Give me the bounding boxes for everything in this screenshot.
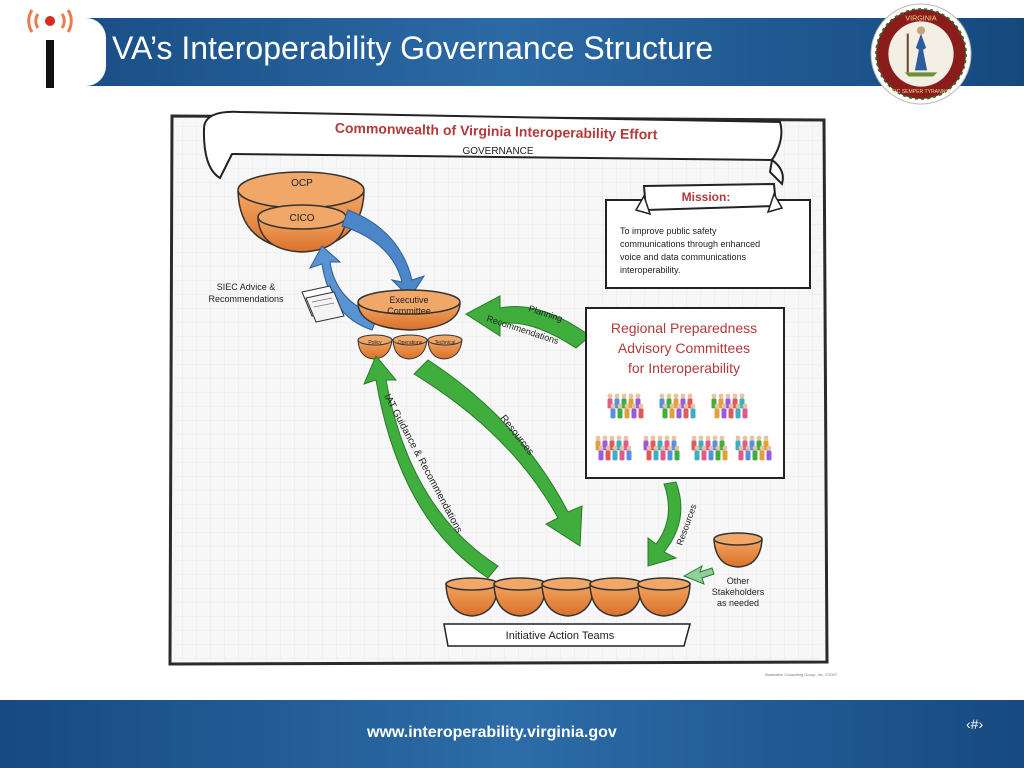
illustration-credit: Illustration Consulting Group, Inc. ©200… xyxy=(765,672,838,677)
footer-bar xyxy=(0,700,1024,768)
interoperability-logo-icon xyxy=(27,9,73,88)
initiative-label-plate: Initiative Action Teams xyxy=(443,623,691,647)
virginia-seal-top: VIRGINIA SIC SEMPER TYRANNIS xyxy=(870,3,972,105)
mission-line-3: voice and data communications xyxy=(620,252,747,262)
cico-pot: CICO xyxy=(257,204,347,253)
sub-technical: Technical xyxy=(435,340,456,346)
other-line-2: Stakeholders xyxy=(712,587,765,597)
header-cap xyxy=(86,18,106,86)
ocp-label: OCP xyxy=(291,178,313,189)
sub-policy: Policy xyxy=(368,340,382,346)
iat-pot xyxy=(637,583,691,617)
siec-line2: Recommendations xyxy=(208,294,284,304)
crowd-group xyxy=(607,393,644,419)
mission-title: Mission: xyxy=(682,190,731,204)
other-line-3: as needed xyxy=(717,598,759,608)
regional-line-3: for Interoperability xyxy=(628,360,740,376)
siec-line1: SIEC Advice & xyxy=(217,282,276,292)
banner-title: Commonwealth of Virginia Interoperabilit… xyxy=(335,120,658,143)
executive-committee-pot: Executive Committee xyxy=(357,289,461,331)
iat-guidance-arrow xyxy=(363,355,499,579)
iat-pot-rim xyxy=(637,577,691,591)
crowd-group xyxy=(595,435,632,461)
regional-committees-box: Regional Preparedness Advisory Committee… xyxy=(585,307,785,479)
initiative-label: Initiative Action Teams xyxy=(506,630,615,642)
crowd-icons xyxy=(595,393,772,461)
cico-label: CICO xyxy=(290,213,315,224)
title-banner: Commonwealth of Virginia Interoperabilit… xyxy=(202,110,784,186)
regional-line-2: Advisory Committees xyxy=(618,340,750,356)
sub-operations: Operations xyxy=(398,340,423,346)
crowd-group xyxy=(735,435,772,461)
mission-line-4: interoperability. xyxy=(620,265,680,275)
exec-line1: Executive xyxy=(389,295,428,305)
resources-center-arrow xyxy=(413,359,583,547)
page-title: VA’s Interoperability Governance Structu… xyxy=(112,30,714,66)
planning-arrow xyxy=(465,295,591,349)
slide-number: ‹#› xyxy=(966,716,984,732)
banner-subtitle: GOVERNANCE xyxy=(462,146,533,157)
crowd-group xyxy=(659,393,696,419)
stakeholder-double-arrow xyxy=(682,564,715,585)
crowd-group xyxy=(711,393,748,419)
header-bar xyxy=(86,18,1024,86)
crowd-group xyxy=(691,435,728,461)
regional-line-1: Regional Preparedness xyxy=(611,320,757,336)
resources-right-arrow xyxy=(647,481,682,567)
other-stakeholders-pot: Other Stakeholders as needed xyxy=(712,532,765,608)
iat-pot-rim xyxy=(541,577,595,591)
exec-line2: Committee xyxy=(387,306,431,316)
mission-box: Mission: To improve public safety commun… xyxy=(605,182,811,289)
iat-pot-rim xyxy=(445,577,499,591)
other-line-1: Other xyxy=(727,576,750,586)
seal-top-text: VIRGINIA xyxy=(905,14,937,22)
sub-committee-pots: Policy Operations Technical xyxy=(357,334,463,360)
mission-line-1: To improve public safety xyxy=(620,226,717,236)
document-icon xyxy=(301,285,345,323)
footer-url[interactable]: www.interoperability.virginia.gov xyxy=(367,724,617,741)
initiative-action-teams-pots xyxy=(445,577,691,617)
iat-pot-rim xyxy=(493,577,547,591)
iat-pot-rim xyxy=(589,577,643,591)
seal-motto: SIC SEMPER TYRANNIS xyxy=(892,89,951,95)
mission-line-2: communications through enhanced xyxy=(620,239,760,249)
governance-diagram: Commonwealth of Virginia Interoperabilit… xyxy=(168,110,829,666)
crowd-group xyxy=(643,435,680,461)
